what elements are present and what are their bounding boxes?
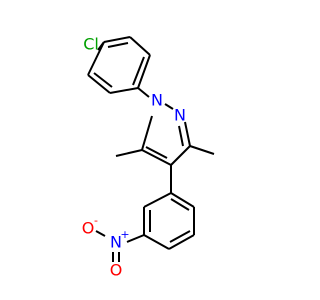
bond-ring1: [87, 74, 111, 94]
bond-ring1-inner: [107, 42, 129, 48]
atom-label-chlorine: Cl: [83, 35, 99, 54]
bond-ring2: [168, 234, 195, 250]
bond-aryl-nitro: [126, 234, 145, 243]
bond-ring2-inner: [170, 198, 190, 211]
bond-ring2: [143, 234, 170, 250]
bond-ring1: [103, 36, 131, 43]
bond-ring1: [109, 87, 139, 94]
bond-c4-c5-double: [145, 146, 168, 159]
atom-label-oxygen-double: O: [110, 261, 123, 280]
bond-c-n1: [137, 87, 150, 98]
charge-label-nitro-plus: +: [120, 228, 129, 241]
bond-c3-c4: [170, 145, 191, 166]
bond-methyl-c3: [189, 145, 215, 155]
atom-label-nitrogen-1: N: [151, 91, 163, 110]
atom-label-nitro-nitrogen: N: [110, 233, 122, 252]
bond-ring1: [137, 54, 151, 89]
bond-ring2-inner: [169, 230, 191, 243]
pyrazole-ring: [141, 103, 191, 166]
bond-n2-c3-double: [178, 125, 184, 147]
chlorophenyl-ring: [87, 36, 151, 94]
atom-label-nitrogen-2: N: [174, 106, 186, 125]
bond-c5-n1: [141, 115, 153, 151]
bond-ring2: [143, 192, 172, 208]
bond-nitro-o-minus: [95, 230, 106, 237]
bond-methyl-c5: [115, 149, 143, 157]
bond-ring1-inner: [93, 72, 113, 88]
bond-ring2: [170, 192, 195, 208]
bond-n1-n2: [164, 103, 174, 110]
bond-ring1: [129, 36, 151, 56]
atom-label-oxygen-minus: O: [82, 219, 95, 238]
charge-label-oxygen-minus: -: [94, 214, 98, 227]
bond-ring1: [87, 41, 105, 76]
molecule-structure-diagram: Cl N N N + O - O: [82, 35, 215, 280]
nitrophenyl-ring: [143, 192, 195, 250]
bond-c4-c5: [141, 149, 172, 166]
bond-n2-c3: [184, 121, 191, 147]
bond-ring1-inner: [132, 56, 145, 86]
